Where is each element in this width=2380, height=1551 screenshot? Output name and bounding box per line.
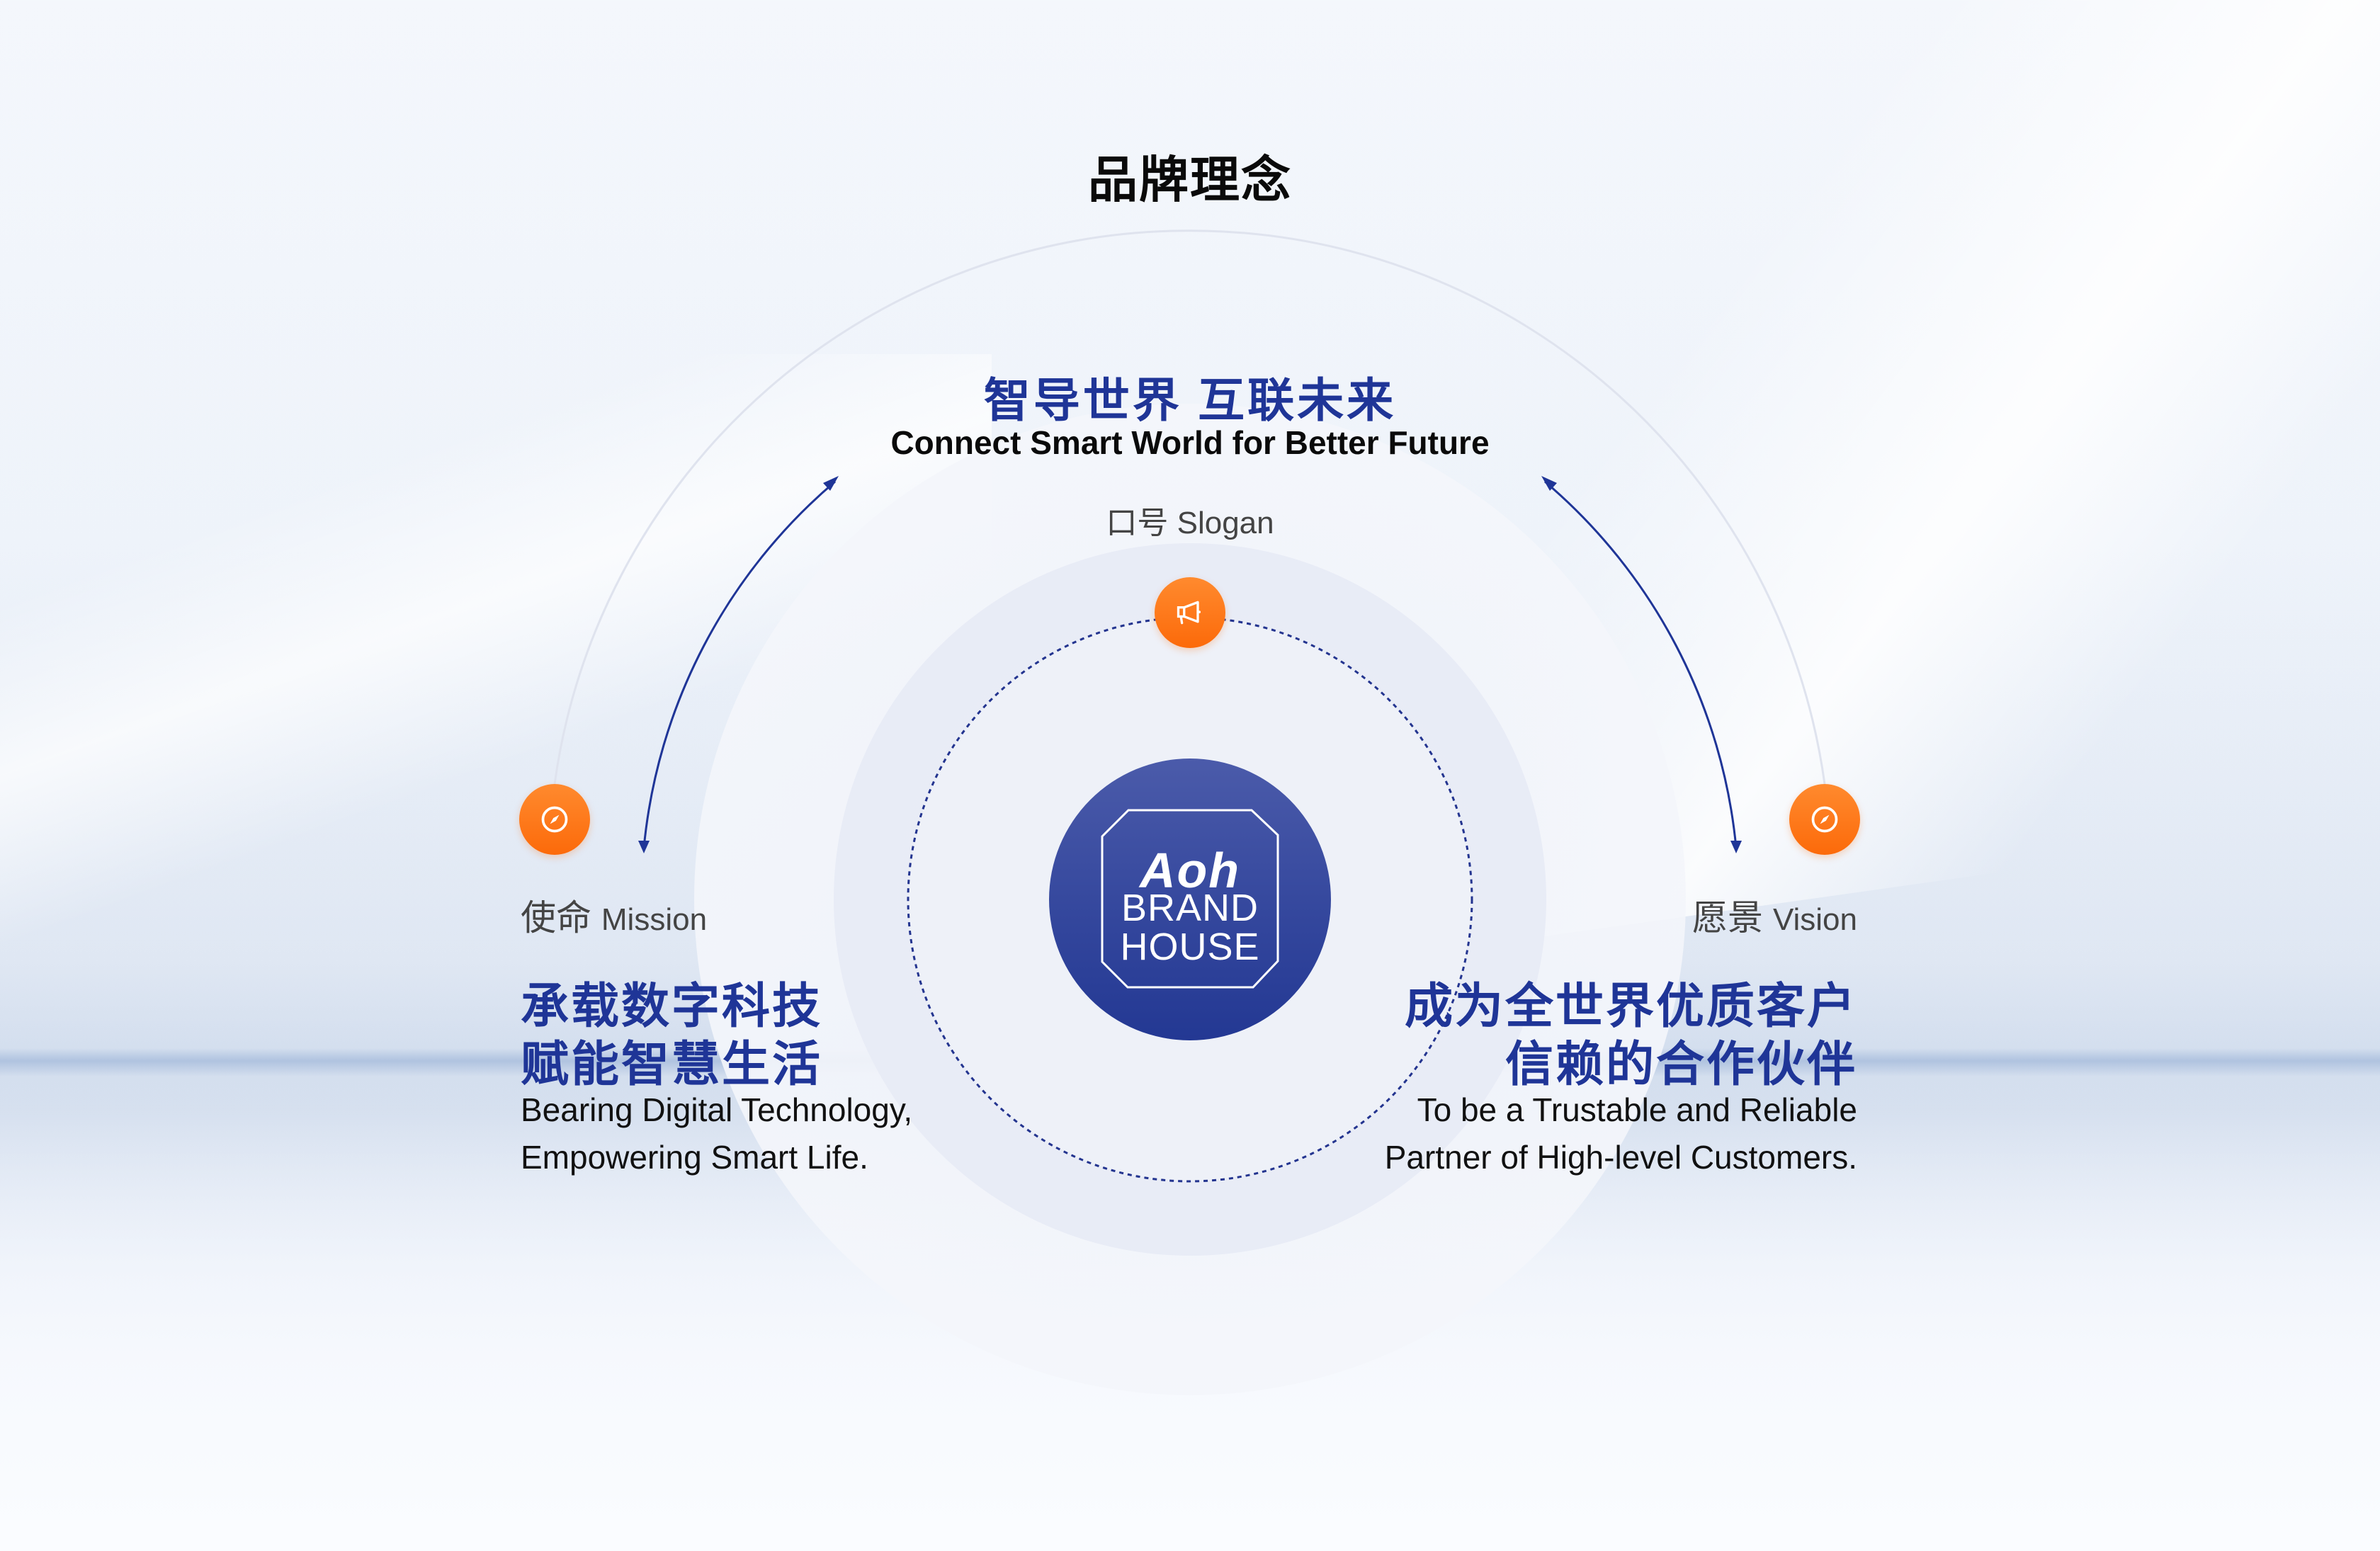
- page-title: 品牌理念: [1088, 152, 1292, 208]
- mission-cn-line-2: 赋能智慧生活: [521, 1038, 823, 1091]
- mission-icon-badge: [519, 784, 590, 855]
- vision-slogan-arrow: [1544, 480, 1738, 848]
- vision-icon-badge: [1789, 784, 1860, 855]
- mission-cn-line-1: 承载数字科技: [521, 979, 823, 1033]
- mission-label-en: Mission: [601, 902, 708, 937]
- mission-en-line-2: Empowering Smart Life.: [521, 1139, 868, 1176]
- outer-orbit-arc: [553, 229, 1826, 785]
- mission-label: 使命 Mission: [521, 890, 707, 941]
- logo-line-1: BRAND: [1121, 887, 1259, 929]
- vision-label-en: Vision: [1772, 902, 1857, 937]
- vision-en-line-1: To be a Trustable and Reliable: [1417, 1091, 1857, 1128]
- mission-label-cn: 使命: [521, 898, 591, 938]
- compass-icon: [541, 806, 568, 833]
- vision-en-line-2: Partner of High-level Customers.: [1384, 1139, 1857, 1176]
- arrow-head-down-left: [638, 841, 650, 853]
- megaphone-icon: [1177, 601, 1201, 625]
- vision-label-cn: 愿景: [1692, 898, 1764, 938]
- slogan-chinese: 智导世界 互联未来: [983, 374, 1397, 426]
- arrow-head-up-left: [823, 476, 839, 491]
- mission-en-line-1: Bearing Digital Technology,: [521, 1091, 913, 1128]
- slogan-english: Connect Smart World for Better Future: [890, 424, 1490, 461]
- slogan-label: 口号 Slogan: [0, 497, 2380, 542]
- mission-slogan-arrow: [642, 480, 836, 848]
- vision-cn-line-1: 成为全世界优质客户: [1404, 979, 1857, 1033]
- arrow-head-down-right: [1730, 841, 1742, 853]
- vision-cn-line-2: 信赖的合作伙伴: [1504, 1038, 1857, 1091]
- slogan-label-cn: 口号: [1106, 506, 1169, 540]
- compass-icon: [1811, 806, 1838, 833]
- vision-label: 愿景 Vision: [1692, 890, 1857, 941]
- logo-line-2: HOUSE: [1120, 926, 1260, 968]
- slogan-label-en: Slogan: [1177, 506, 1274, 540]
- arrow-head-up-right: [1541, 476, 1557, 491]
- logo-wordmark: Aoh: [1139, 843, 1241, 898]
- octagon-frame-icon: [1101, 809, 1279, 989]
- slogan-icon-badge: [1155, 577, 1225, 648]
- brand-logo: Aoh BRAND HOUSE: [1049, 759, 1331, 1040]
